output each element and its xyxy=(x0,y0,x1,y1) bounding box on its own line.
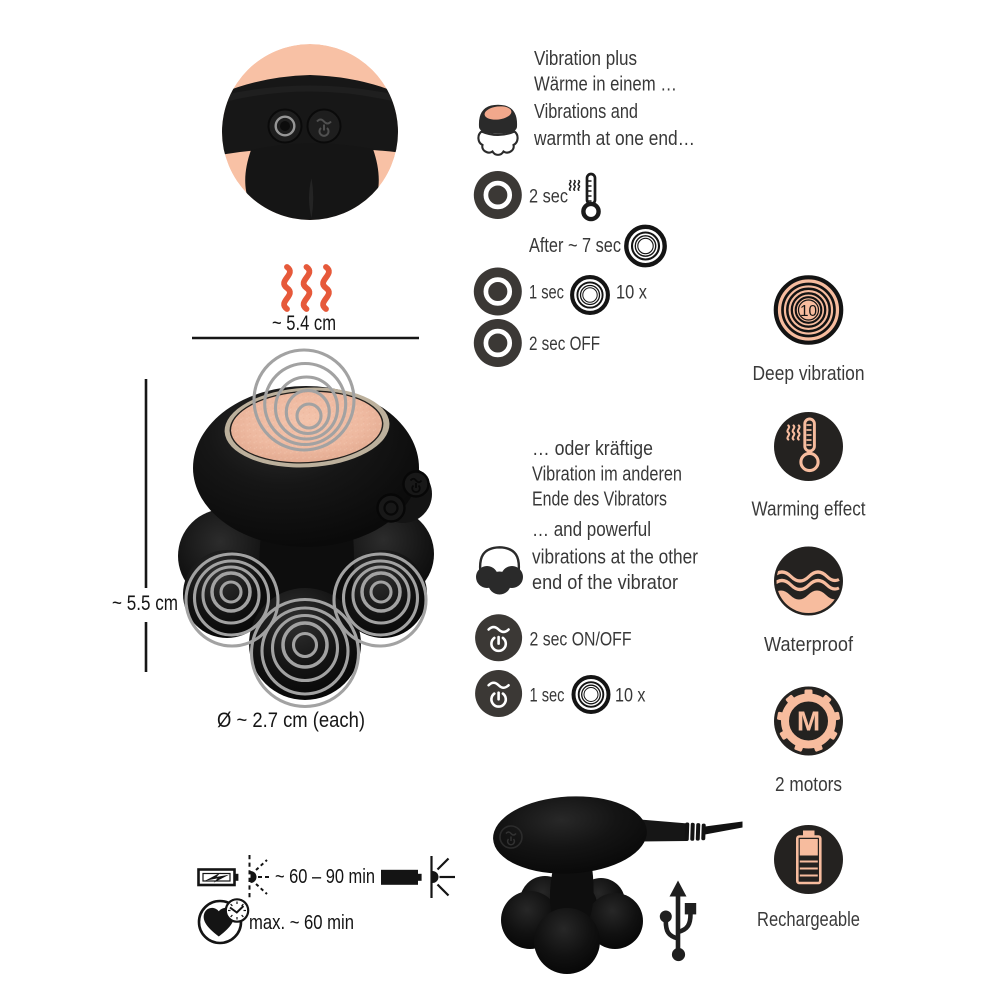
svg-text:Vibrations and: Vibrations and xyxy=(534,101,638,123)
svg-text:vibrations at the other: vibrations at the other xyxy=(532,547,698,569)
svg-text:Ø ~ 2.7 cm (each): Ø ~ 2.7 cm (each) xyxy=(217,709,365,732)
svg-text:~ 5.4 cm: ~ 5.4 cm xyxy=(272,312,336,335)
svg-text:Ende des Vibrators: Ende des Vibrators xyxy=(532,489,667,511)
svg-text:1 sec: 1 sec xyxy=(530,686,565,707)
svg-text:~ 5.5 cm: ~ 5.5 cm xyxy=(112,592,178,615)
svg-text:2 motors: 2 motors xyxy=(775,774,842,796)
svg-text:2 sec: 2 sec xyxy=(529,187,568,208)
svg-text:end of the vibrator: end of the vibrator xyxy=(532,572,678,594)
svg-text:After ~ 7 sec: After ~ 7 sec xyxy=(529,235,621,257)
svg-text:Warming effect: Warming effect xyxy=(752,499,866,521)
svg-text:max. ~ 60 min: max. ~ 60 min xyxy=(249,911,354,934)
svg-text:M: M xyxy=(797,706,820,737)
svg-text:Vibration plus: Vibration plus xyxy=(534,48,637,70)
svg-text:~ 60 – 90 min: ~ 60 – 90 min xyxy=(275,865,375,888)
svg-text:10 x: 10 x xyxy=(616,283,647,304)
svg-text:Waterproof: Waterproof xyxy=(764,634,853,656)
svg-text:1 sec: 1 sec xyxy=(529,283,564,304)
svg-text:… and powerful: … and powerful xyxy=(532,519,651,541)
svg-text:Wärme in einem …: Wärme in einem … xyxy=(534,74,677,96)
svg-text:2 sec ON/OFF: 2 sec ON/OFF xyxy=(530,630,632,651)
svg-text:Rechargeable: Rechargeable xyxy=(757,909,860,931)
svg-text:10 x: 10 x xyxy=(615,686,646,707)
svg-text:warmth at one end…: warmth at one end… xyxy=(533,128,695,150)
svg-text:10: 10 xyxy=(800,303,817,320)
svg-text:Deep vibration: Deep vibration xyxy=(753,363,865,385)
svg-text:… oder kräftige: … oder kräftige xyxy=(532,438,653,460)
svg-text:2 sec OFF: 2 sec OFF xyxy=(529,334,600,355)
svg-text:Vibration im anderen: Vibration im anderen xyxy=(532,464,682,486)
